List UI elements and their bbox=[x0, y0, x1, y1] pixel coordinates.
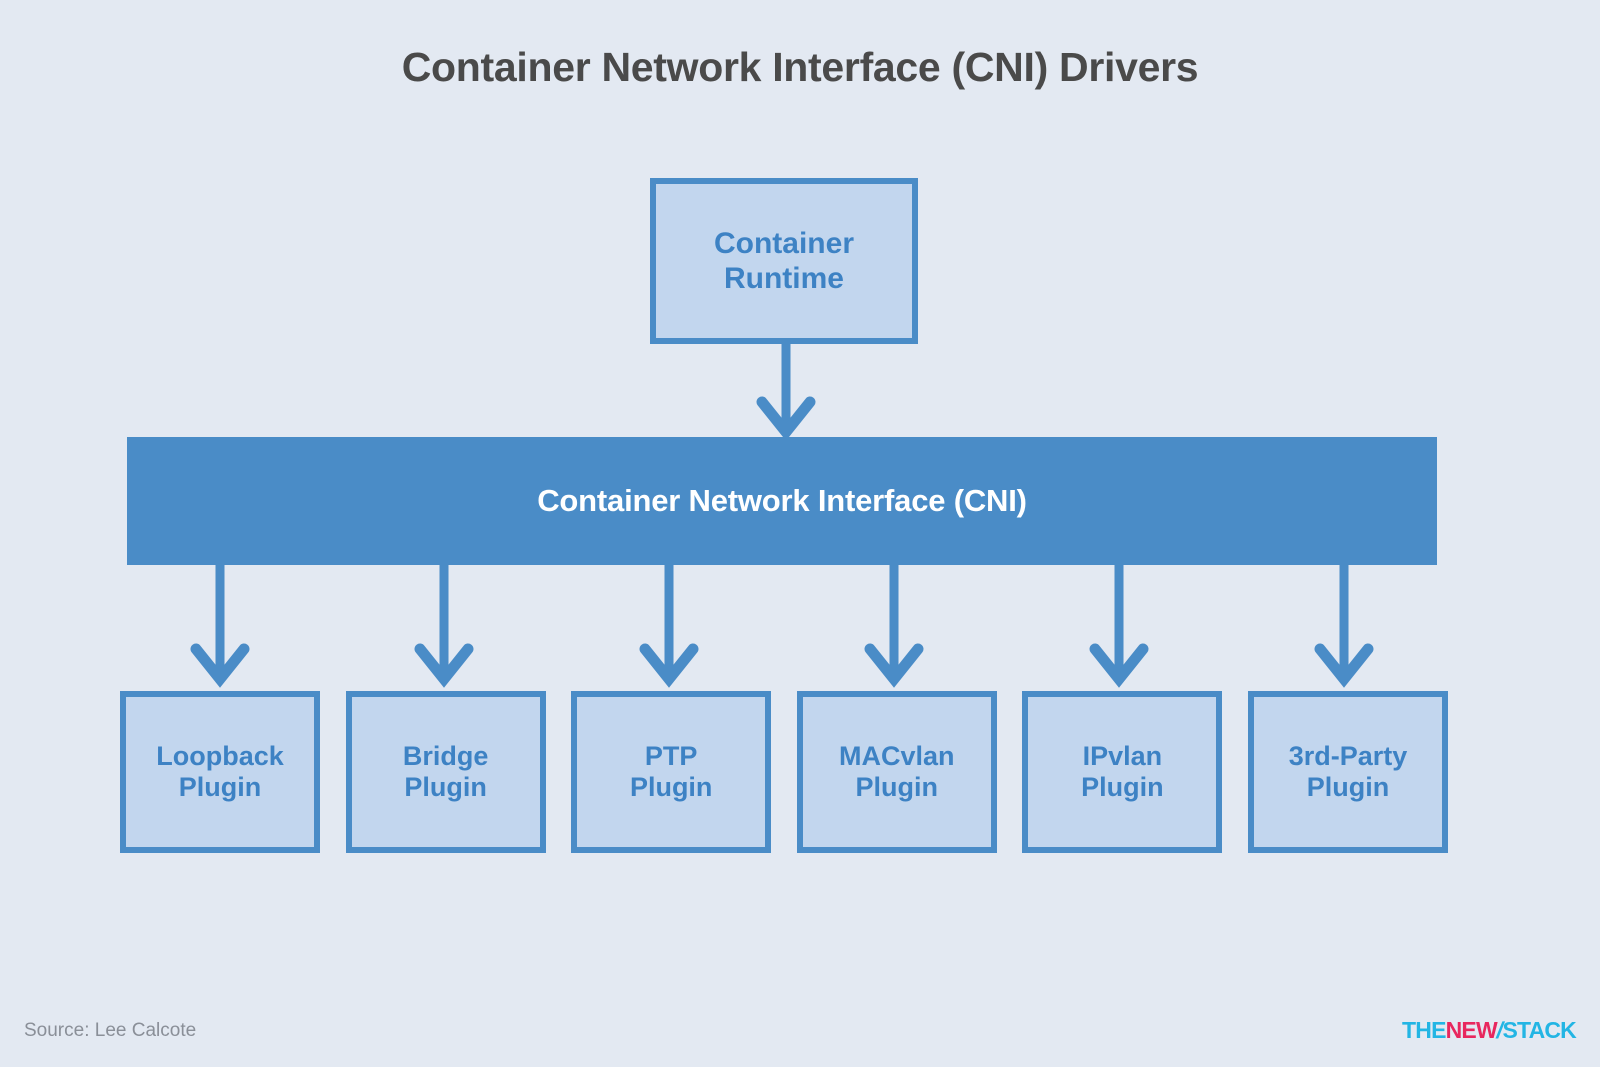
page-title: Container Network Interface (CNI) Driver… bbox=[401, 44, 1199, 90]
container-runtime-box: Container Runtime bbox=[650, 178, 918, 344]
cni-bar: Container Network Interface (CNI) bbox=[127, 437, 1437, 565]
arrow-cni-to-3rd-party bbox=[1314, 565, 1374, 688]
plugin-label-3rd-party: 3rd-Party Plugin bbox=[1288, 740, 1408, 802]
arrow-runtime-to-cni bbox=[756, 344, 816, 441]
plugin-box-ipvlan: IPvlan Plugin bbox=[1022, 691, 1223, 853]
plugin-box-ptp: PTP Plugin bbox=[571, 691, 772, 853]
plugin-row: Loopback Plugin Bridge Plugin PTP Plugin… bbox=[120, 691, 1448, 853]
arrow-cni-to-macvlan bbox=[864, 565, 924, 688]
plugin-box-loopback: Loopback Plugin bbox=[120, 691, 320, 853]
arrow-cni-to-ipvlan bbox=[1089, 565, 1149, 688]
plugin-box-macvlan: MACvlan Plugin bbox=[796, 691, 997, 853]
plugin-label-ptp: PTP Plugin bbox=[629, 740, 713, 802]
cni-bar-label: Container Network Interface (CNI) bbox=[537, 483, 1027, 518]
arrow-cni-to-loopback bbox=[190, 565, 250, 688]
arrow-cni-to-bridge bbox=[414, 565, 474, 688]
container-runtime-label: Container Runtime bbox=[713, 226, 854, 295]
logo-part-the: THE bbox=[1402, 1017, 1446, 1043]
plugin-label-bridge: Bridge Plugin bbox=[402, 740, 489, 802]
logo-part-new: NEW bbox=[1445, 1017, 1498, 1043]
plugin-box-3rd-party: 3rd-Party Plugin bbox=[1247, 691, 1448, 853]
plugin-box-bridge: Bridge Plugin bbox=[345, 691, 546, 853]
logo-part-stack: STACK bbox=[1502, 1017, 1576, 1043]
arrow-cni-to-ptp bbox=[639, 565, 699, 688]
source-attribution: Source: Lee Calcote bbox=[24, 1020, 197, 1041]
plugin-label-macvlan: MACvlan Plugin bbox=[839, 740, 955, 802]
plugin-label-loopback: Loopback Plugin bbox=[156, 740, 284, 802]
plugin-label-ipvlan: IPvlan Plugin bbox=[1081, 740, 1164, 802]
